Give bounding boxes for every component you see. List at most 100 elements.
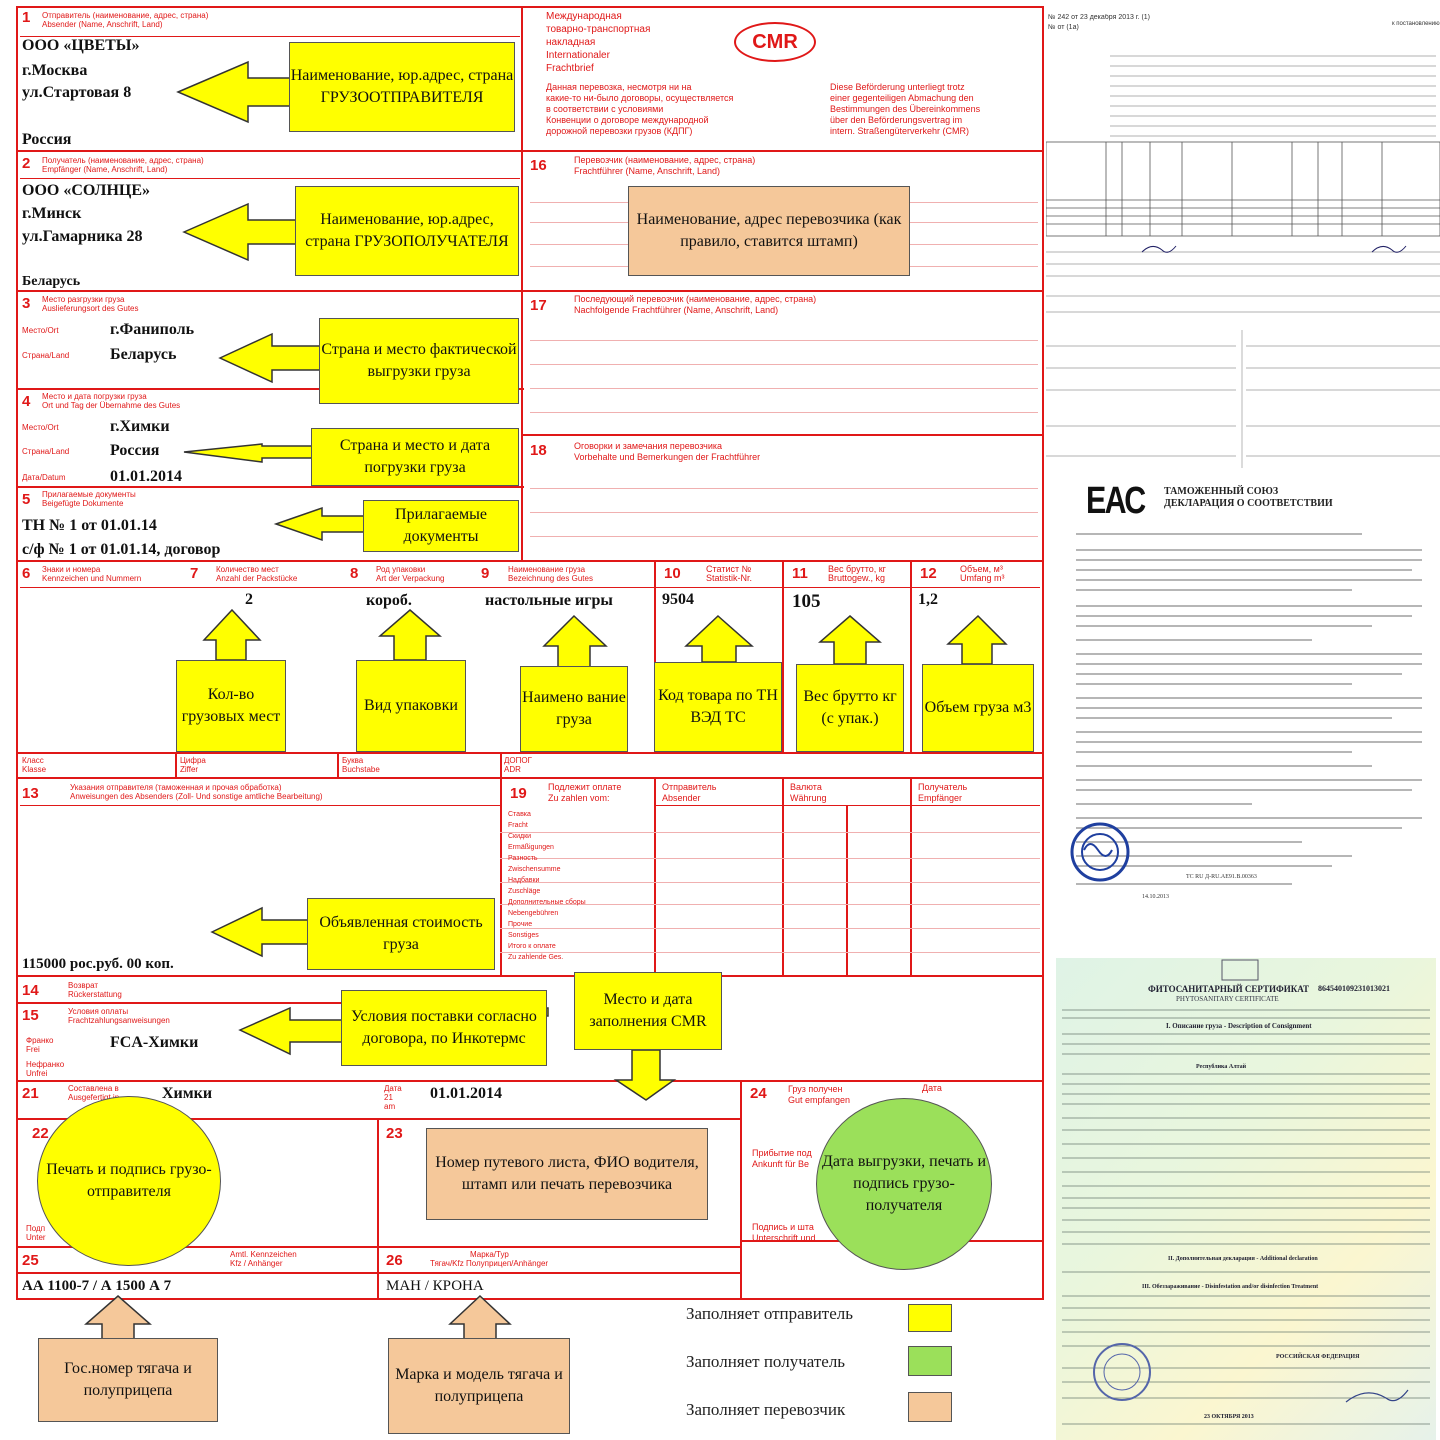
attached-doc-1: ТН № 1 от 01.01.14 — [22, 517, 157, 534]
callout-load: Страна и место и дата погрузки груза — [311, 428, 519, 486]
phyto-date: 23 ОКТЯБРЯ 2013 — [1204, 1414, 1254, 1420]
callout-volume: Объем груза м3 — [922, 664, 1034, 752]
line — [16, 486, 524, 488]
box-25-number: 25 — [22, 1252, 39, 1269]
receiver-city: г.Минск — [22, 205, 82, 222]
box-11-number: 11 — [792, 565, 808, 582]
box-15-number: 15 — [22, 1007, 39, 1024]
line — [500, 882, 1040, 883]
legend-carrier: Заполняет перевозчик — [686, 1400, 846, 1419]
line — [20, 587, 1040, 588]
line — [377, 1118, 379, 1300]
arrow-sender — [176, 60, 291, 124]
receiver-street: ул.Гамарника 28 — [22, 228, 143, 245]
arrow-value — [210, 906, 309, 958]
legend-sender: Заполняет отправитель — [686, 1304, 854, 1323]
box-5-number: 5 — [22, 491, 31, 508]
vehicle-plates: АА 1100-7 / А 1500 А 7 — [22, 1278, 172, 1294]
phyto-section-1: I. Описание груза - Description of Consi… — [1166, 1022, 1312, 1030]
line — [20, 178, 520, 179]
invoice-number-2: № от (1а) — [1048, 24, 1079, 31]
arrow-volume — [946, 614, 1008, 665]
box-13-number: 13 — [22, 785, 39, 802]
line — [20, 805, 500, 806]
line — [521, 6, 523, 560]
arrow-terms — [238, 1006, 343, 1056]
line — [500, 777, 502, 975]
callout-weight: Вес брутто кг (с упак.) — [796, 664, 904, 752]
callout-goods: Наимено вание груза — [520, 666, 628, 752]
declared-value: 115000 рос.руб. 00 коп. — [22, 956, 174, 972]
legend-receiver-swatch — [908, 1346, 952, 1376]
box-10-number: 10 — [664, 565, 681, 582]
box-24-number: 24 — [750, 1085, 767, 1102]
eac-title-1: ТАМОЖЕННЫЙ СОЮЗ — [1164, 486, 1279, 497]
eac-reg-no: ТС RU Д-RU.AE91.B.00363 — [1186, 874, 1257, 880]
eac-logo: ЕАС — [1086, 480, 1146, 522]
line — [16, 975, 1044, 977]
box-14-number: 14 — [22, 982, 39, 999]
volume: 1,2 — [918, 591, 938, 608]
line — [500, 752, 502, 777]
phyto-title-ru: ФИТОСАНИТАРНЫЙ СЕРТИФИКАТ — [1148, 984, 1309, 994]
callout-terms: Условия поставки согласно договора, по И… — [341, 990, 547, 1066]
callout-sender-seal: Печать и подпись грузо- отправителя — [37, 1096, 221, 1266]
line — [782, 777, 784, 975]
eac-date: 14.10.2013 — [1142, 894, 1169, 900]
line — [16, 1002, 546, 1004]
unload-place: г.Фаниполь — [110, 321, 195, 338]
line — [500, 904, 1040, 905]
invoice-number: № 242 от 23 декабря 2013 г. (1) — [1048, 14, 1151, 21]
box-17-label: Последующий перевозчик (наименование, ад… — [574, 294, 817, 315]
box-8-number: 8 — [350, 565, 359, 582]
line — [20, 36, 520, 37]
callout-value: Объявленная стоимость груза — [307, 898, 495, 970]
line — [16, 1272, 742, 1274]
box-2-number: 2 — [22, 155, 31, 172]
statistics-number: 9504 — [662, 591, 694, 608]
box-24-date: Дата — [922, 1083, 942, 1093]
arrow-pack — [377, 609, 443, 661]
callout-receiver-seal: Дата выгрузки, печать и подпись грузо- п… — [816, 1098, 992, 1270]
callout-receiver: Наименование, юр.адрес, страна ГРУЗОПОЛУ… — [295, 186, 519, 276]
callout-carrier: Наименование, адрес перевозчика (как пра… — [628, 186, 910, 276]
box-3-place-label: Место/Ort — [22, 326, 59, 335]
line — [782, 560, 784, 752]
box-4-place-label: Место/Ort — [22, 423, 59, 432]
package-count: 2 — [245, 591, 253, 608]
line — [530, 412, 1038, 413]
goods-name: настольные игры — [485, 592, 613, 609]
load-date: 01.01.2014 — [110, 468, 182, 485]
box-1-label: Отправитель (наименование, адрес, страна… — [42, 11, 209, 29]
phyto-country: Республика Алтай — [1196, 1064, 1247, 1070]
issued-date: 01.01.2014 — [430, 1085, 502, 1102]
cmr-logo: CMR — [734, 22, 816, 62]
line — [522, 290, 1044, 292]
line — [530, 364, 1038, 365]
callout-waybill: Номер путевого листа, ФИО водителя, штам… — [426, 1128, 708, 1220]
eac-title-2: ДЕКЛАРАЦИЯ О СООТВЕТСТВИИ — [1164, 498, 1333, 509]
callout-count: Кол-во грузовых мест — [176, 660, 286, 752]
line — [530, 340, 1038, 341]
arrow-code — [684, 614, 754, 663]
line — [530, 512, 1038, 513]
box-17-number: 17 — [530, 297, 547, 314]
box-13-label: Указания отправителя (таможенная и проча… — [70, 783, 323, 801]
